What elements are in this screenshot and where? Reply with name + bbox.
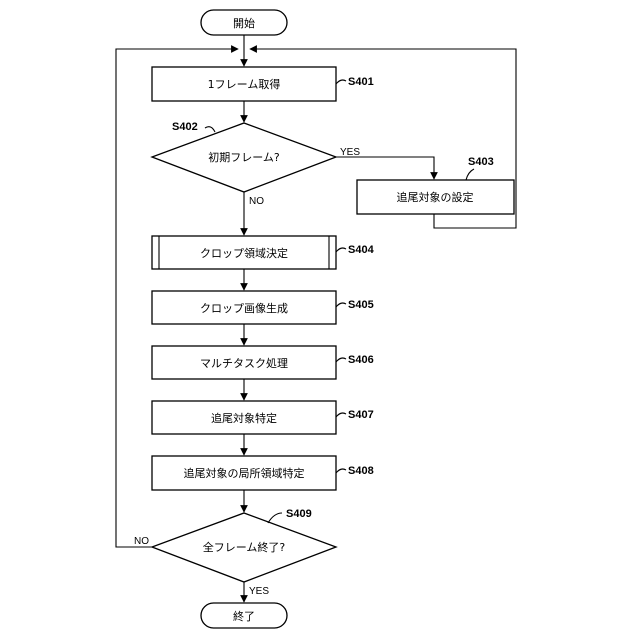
process-s404-label: クロップ領域決定: [200, 246, 288, 260]
edge-label-s409-no: NO: [134, 536, 149, 547]
connector-s402-yes-s403: [336, 157, 434, 179]
process-s408-label: 追尾対象の局所領域特定: [184, 466, 305, 480]
step-tick-s405: [336, 303, 346, 307]
step-label-s407: S407: [348, 409, 374, 421]
step-label-s409: S409: [286, 508, 312, 520]
step-tick-s407: [336, 413, 346, 417]
step-tick-s406: [336, 358, 346, 362]
edge-label-s402-no: NO: [249, 196, 264, 207]
step-tick-s402: [205, 127, 215, 132]
end-label: 終了: [233, 609, 255, 623]
decision-s409-label: 全フレーム終了?: [203, 540, 286, 554]
edge-label-s402-yes: YES: [340, 147, 360, 158]
step-label-s405: S405: [348, 299, 374, 311]
step-tick-s404: [336, 248, 346, 252]
step-label-s401: S401: [348, 76, 374, 88]
step-label-s402: S402: [172, 121, 198, 133]
step-tick-s403: [466, 169, 474, 180]
step-tick-s401: [336, 80, 346, 84]
step-label-s408: S408: [348, 465, 374, 477]
process-s401-label: 1フレーム取得: [208, 78, 281, 91]
step-label-s403: S403: [468, 156, 494, 168]
process-s403-label: 追尾対象の設定: [397, 190, 474, 204]
step-label-s406: S406: [348, 354, 374, 366]
decision-s402-label: 初期フレーム?: [208, 150, 280, 164]
step-tick-s408: [336, 469, 346, 473]
process-s405-label: クロップ画像生成: [200, 301, 288, 315]
step-label-s404: S404: [348, 244, 375, 256]
process-s406-label: マルチタスク処理: [200, 357, 288, 370]
process-s407-label: 追尾対象特定: [211, 411, 277, 425]
start-label: 開始: [233, 16, 255, 30]
step-tick-s409: [268, 513, 282, 523]
edge-label-s409-yes: YES: [249, 586, 269, 597]
